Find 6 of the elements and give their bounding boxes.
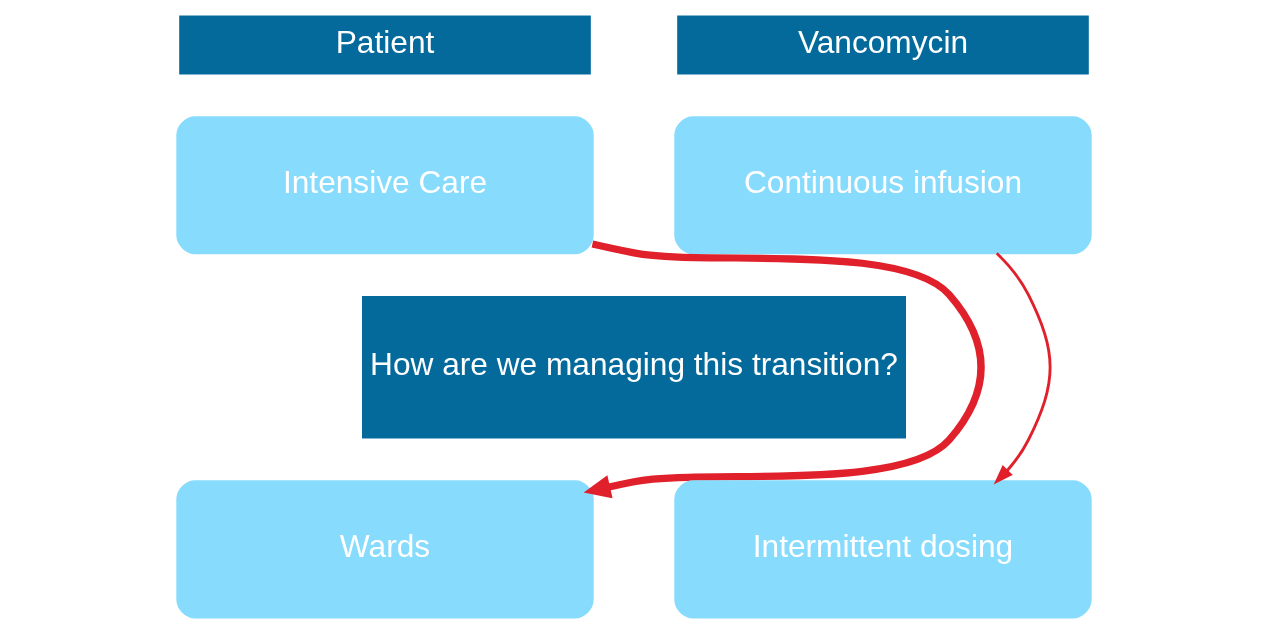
node-box: Wards <box>175 480 594 619</box>
arrow <box>993 252 1052 485</box>
node-box: Continuous infusion <box>673 116 1092 255</box>
node-box: Intermittent dosing <box>673 480 1092 619</box>
arrow <box>583 240 984 499</box>
node-box: Intensive Care <box>175 116 594 255</box>
